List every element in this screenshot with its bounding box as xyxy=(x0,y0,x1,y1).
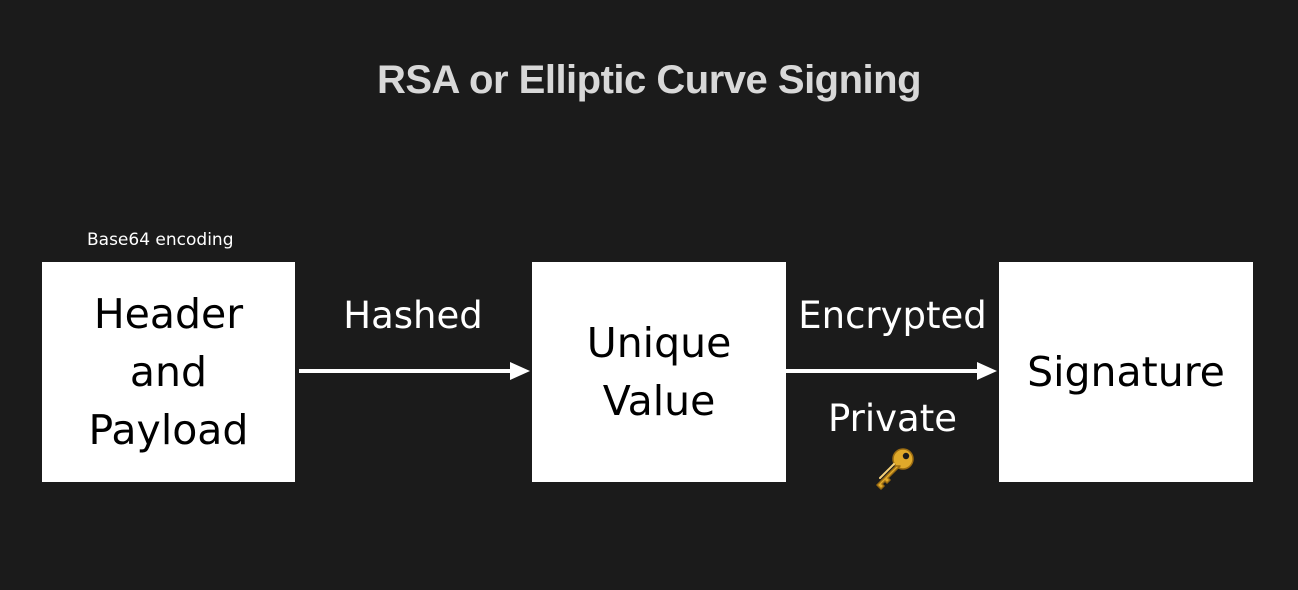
diagram-title: RSA or Elliptic Curve Signing xyxy=(376,58,922,102)
unique-value-label: Unique Value xyxy=(586,319,732,425)
header-payload-label: Header and Payload xyxy=(88,290,249,454)
base64-encoding-caption: Base64 encoding xyxy=(87,230,234,250)
unique-value-node: Unique Value xyxy=(532,262,786,482)
encrypted-arrow xyxy=(786,362,997,380)
private-key-label: Private xyxy=(828,397,957,440)
key-icon xyxy=(876,448,914,490)
header-payload-node: Header and Payload xyxy=(42,262,295,482)
signature-label: Signature xyxy=(1027,348,1225,396)
hashed-arrow xyxy=(299,362,530,380)
encrypted-edge-label: Encrypted xyxy=(798,294,987,337)
hashed-edge-label: Hashed xyxy=(343,294,483,337)
signature-node: Signature xyxy=(999,262,1253,482)
